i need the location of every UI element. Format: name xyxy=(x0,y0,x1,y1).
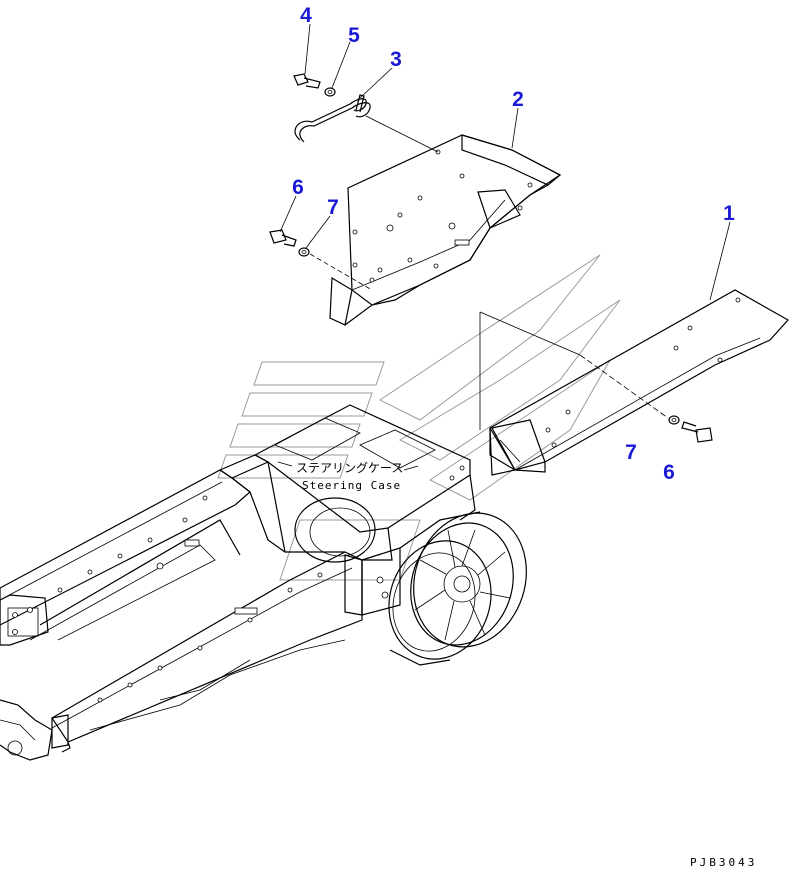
chassis-frame xyxy=(0,404,476,761)
callout-7-top: 7 xyxy=(327,196,339,219)
watermark-logo xyxy=(217,254,621,581)
part-1-plate xyxy=(489,289,789,476)
callout-1: 1 xyxy=(723,202,735,225)
callout-7-right: 7 xyxy=(625,441,637,464)
callout-6-top: 6 xyxy=(292,176,304,199)
callout-2: 2 xyxy=(512,88,524,111)
drawing-code: PJB3043 xyxy=(690,856,757,869)
callout-6-right: 6 xyxy=(663,461,675,484)
callout-5: 5 xyxy=(348,24,360,47)
part-2-cover xyxy=(329,134,562,326)
steering-case-label-en: Steering Case xyxy=(302,479,401,492)
steering-case-label-jp: ステアリングケース xyxy=(296,461,403,475)
callout-4: 4 xyxy=(300,4,312,27)
steering-case-label: ステアリングケース Steering Case xyxy=(277,461,419,492)
assembly-lines xyxy=(309,115,669,430)
hardware xyxy=(269,73,713,443)
callout-3: 3 xyxy=(390,48,402,71)
final-drive-hub xyxy=(388,511,527,666)
leader-lines xyxy=(279,23,731,301)
